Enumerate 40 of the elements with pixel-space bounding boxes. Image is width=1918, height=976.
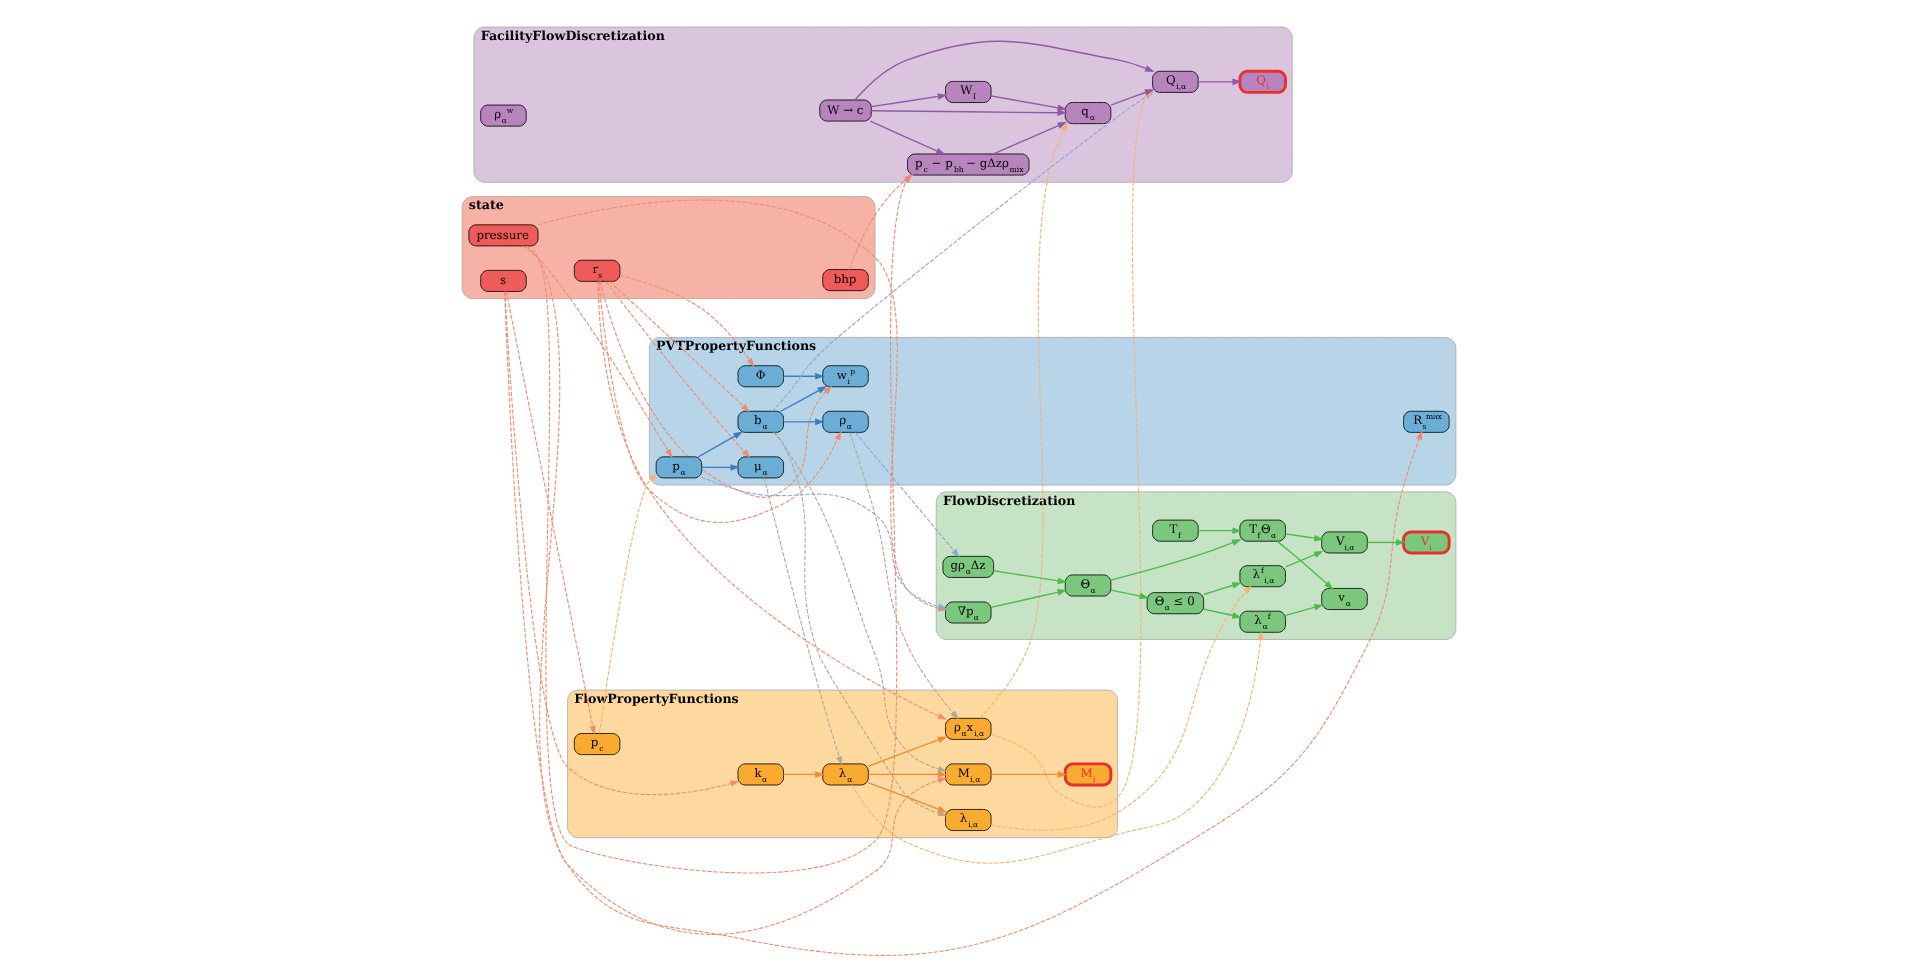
arrow xyxy=(1284,604,1324,617)
arrow xyxy=(990,585,1252,831)
arrow xyxy=(619,274,755,368)
arrow xyxy=(1203,608,1242,619)
arrow xyxy=(522,245,673,459)
arrow xyxy=(763,477,843,766)
arrow xyxy=(505,291,596,735)
arrow xyxy=(992,121,1068,155)
arrow xyxy=(780,385,828,412)
arrow xyxy=(992,570,1068,585)
arrow xyxy=(990,589,1067,609)
arrow xyxy=(869,120,946,155)
arrow xyxy=(990,95,1068,112)
arrow xyxy=(867,771,948,778)
arrow xyxy=(1110,589,1150,600)
arrow xyxy=(605,281,751,458)
arrow xyxy=(849,432,959,720)
arrow xyxy=(598,473,658,734)
arrow xyxy=(1276,540,1334,590)
arrow xyxy=(867,782,948,813)
arrow xyxy=(1203,582,1242,596)
arrow xyxy=(1284,533,1324,542)
arrow xyxy=(1110,539,1242,581)
arrow xyxy=(504,291,740,796)
arrow xyxy=(697,431,743,458)
arrow xyxy=(782,418,825,426)
arrow xyxy=(851,630,1264,864)
arrow xyxy=(1197,527,1242,534)
arrow xyxy=(854,431,960,558)
arrow xyxy=(1284,550,1324,568)
arrow xyxy=(782,372,825,380)
arrow xyxy=(782,771,825,778)
arrow xyxy=(870,93,948,108)
arrow xyxy=(608,280,750,413)
arrow xyxy=(979,122,1069,719)
arrow xyxy=(867,736,948,767)
arrow xyxy=(1366,539,1406,546)
arrow xyxy=(701,464,740,471)
arrow xyxy=(990,771,1068,778)
arrow xyxy=(1197,78,1242,86)
